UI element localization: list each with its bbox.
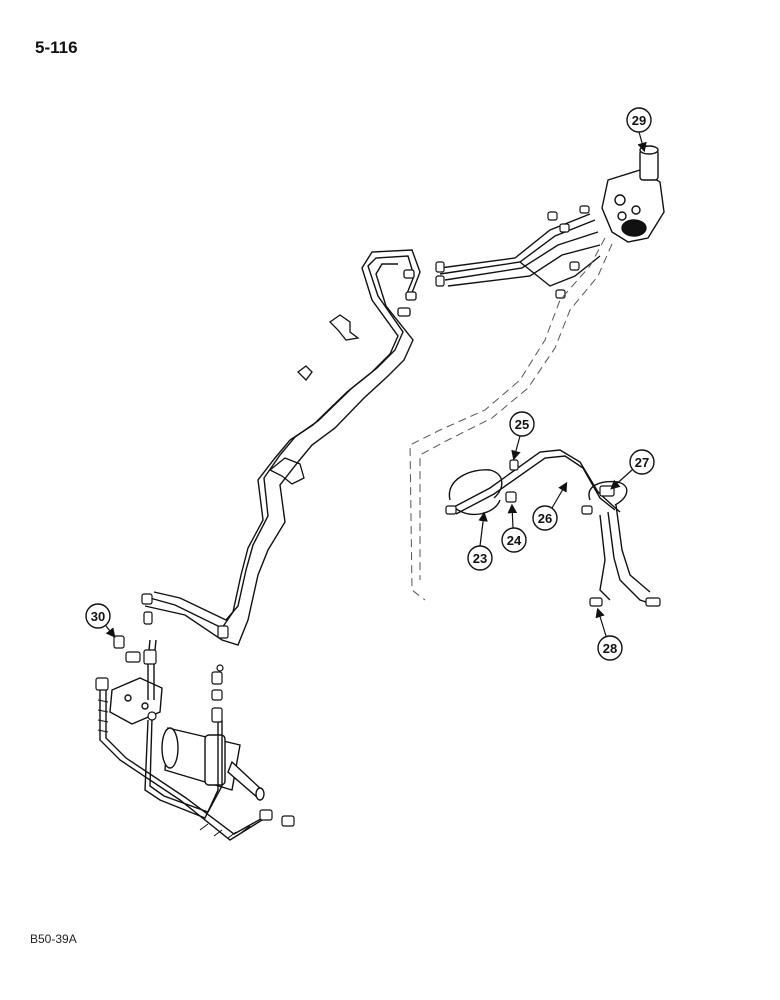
page-number: 5-116 bbox=[35, 38, 78, 57]
callout-25: 25 bbox=[509, 411, 535, 461]
callout-26: 26 bbox=[532, 481, 568, 531]
callout-25-label: 25 bbox=[515, 417, 529, 432]
callout-29: 29 bbox=[626, 107, 652, 153]
callout-23: 23 bbox=[467, 511, 493, 571]
upper-hose-bundle bbox=[439, 213, 601, 287]
tube-end-fittings bbox=[397, 269, 417, 317]
main-tube-run bbox=[144, 249, 421, 646]
tube-bracket-lower bbox=[268, 457, 305, 485]
manifold-block bbox=[109, 677, 163, 725]
lower-fittings bbox=[95, 593, 295, 827]
callout-28-label: 28 bbox=[603, 641, 617, 656]
callout-23-label: 23 bbox=[473, 551, 487, 566]
steering-unit bbox=[601, 145, 665, 243]
callout-30-label: 30 bbox=[91, 609, 105, 624]
callout-26-label: 26 bbox=[538, 511, 552, 526]
right-hose-assembly bbox=[448, 449, 656, 606]
phantom-outline bbox=[409, 237, 613, 601]
tube-clip-mid bbox=[297, 365, 313, 381]
callout-24-label: 24 bbox=[507, 533, 522, 548]
steering-cylinder bbox=[161, 727, 265, 801]
callout-27: 27 bbox=[610, 449, 655, 490]
callout-30: 30 bbox=[85, 603, 116, 638]
right-fittings bbox=[445, 459, 661, 607]
upper-fittings bbox=[435, 205, 590, 299]
tube-bracket-upper bbox=[328, 314, 360, 341]
figure-code: B50-39A bbox=[30, 932, 77, 946]
callout-27-label: 27 bbox=[635, 455, 649, 470]
callout-29-label: 29 bbox=[632, 113, 646, 128]
callout-28: 28 bbox=[595, 607, 623, 661]
braided-hose-marks bbox=[97, 699, 251, 839]
callout-24: 24 bbox=[501, 503, 527, 553]
